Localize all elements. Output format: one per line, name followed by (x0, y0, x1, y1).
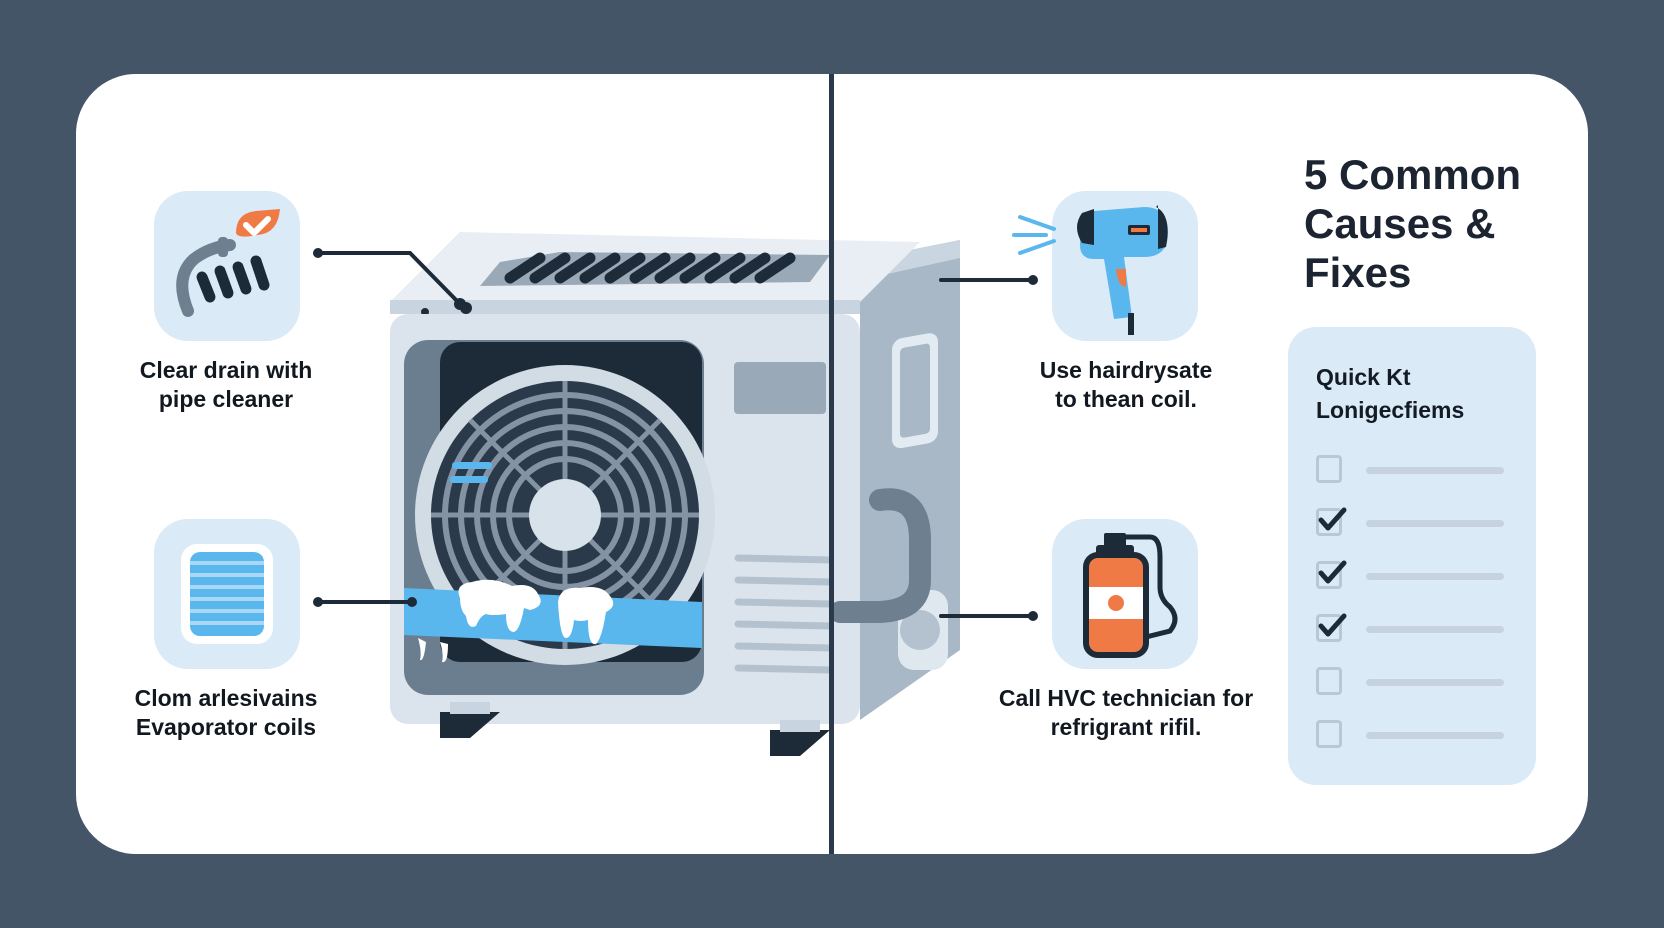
refrigerant-tank-icon (1083, 533, 1178, 658)
checkbox-checked[interactable] (1316, 614, 1342, 642)
hair-dryer-icon (1077, 205, 1168, 335)
checkbox-unchecked[interactable] (1316, 667, 1342, 695)
placeholder-line (1366, 679, 1504, 686)
checklist-title: Quick Kt Lonigecfiems (1316, 364, 1465, 423)
infographic-title: 5 Common Causes & Fixes (1304, 151, 1522, 296)
checklist-item-6[interactable] (1316, 718, 1522, 752)
checkmark-icon (1318, 560, 1347, 584)
connector-refrigerant (939, 611, 1038, 621)
checklist-item-2[interactable] (1316, 506, 1522, 540)
placeholder-line (1366, 467, 1504, 474)
checkmark-icon (1318, 507, 1347, 531)
connector-hairdryer (939, 275, 1038, 285)
fix-refrigerant-tile (1052, 519, 1198, 669)
checklist-item-5[interactable] (1316, 665, 1522, 699)
placeholder-line (1366, 573, 1504, 580)
checkbox-unchecked[interactable] (1316, 720, 1342, 748)
checklist-item-3[interactable] (1316, 559, 1522, 593)
fix-drain-tile (154, 191, 300, 341)
checklist-item-1[interactable] (1316, 453, 1522, 487)
air-filter-icon (181, 544, 273, 644)
checkbox-checked[interactable] (1316, 508, 1342, 536)
placeholder-line (1366, 626, 1504, 633)
connector-filter (313, 597, 417, 607)
connector-drain (313, 248, 466, 310)
pipe-cleaner-check-icon (176, 209, 280, 317)
ac-condenser-illustration (390, 232, 960, 756)
placeholder-line (1366, 732, 1504, 739)
checkbox-checked[interactable] (1316, 561, 1342, 589)
checkbox-unchecked[interactable] (1316, 455, 1342, 483)
checkmark-icon (1318, 613, 1347, 637)
airflow-lines-icon (1012, 215, 1056, 255)
quick-checklist-panel: Quick Kt Lonigecfiems (1288, 327, 1536, 785)
placeholder-line (1366, 520, 1504, 527)
checklist-item-4[interactable] (1316, 612, 1522, 646)
fix-hairdryer-tile (1012, 191, 1198, 341)
center-divider-line (829, 74, 834, 854)
fix-filter-tile (154, 519, 300, 669)
